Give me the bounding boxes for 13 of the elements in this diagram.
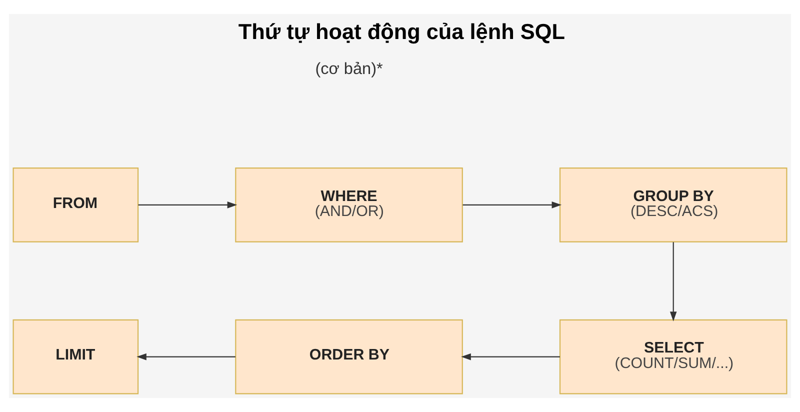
arrow	[670, 242, 677, 322]
arrow	[462, 202, 562, 208]
node-box: FROM	[12, 168, 139, 242]
arrow	[138, 202, 238, 208]
node-box: ORDER BY	[235, 319, 463, 394]
arrow	[136, 353, 236, 360]
diagram-title: Thứ tự hoạt động của lệnh SQL	[238, 18, 565, 44]
node-box: GROUP BY (DESC/ACS)	[559, 168, 788, 242]
node-box: WHERE (AND/OR)	[235, 168, 463, 242]
label: (cơ bản)*	[315, 60, 383, 78]
node-box: LIMIT	[12, 319, 139, 394]
arrow	[461, 353, 560, 360]
node-box: SELECT (COUNT/SUM/...)	[559, 319, 788, 394]
